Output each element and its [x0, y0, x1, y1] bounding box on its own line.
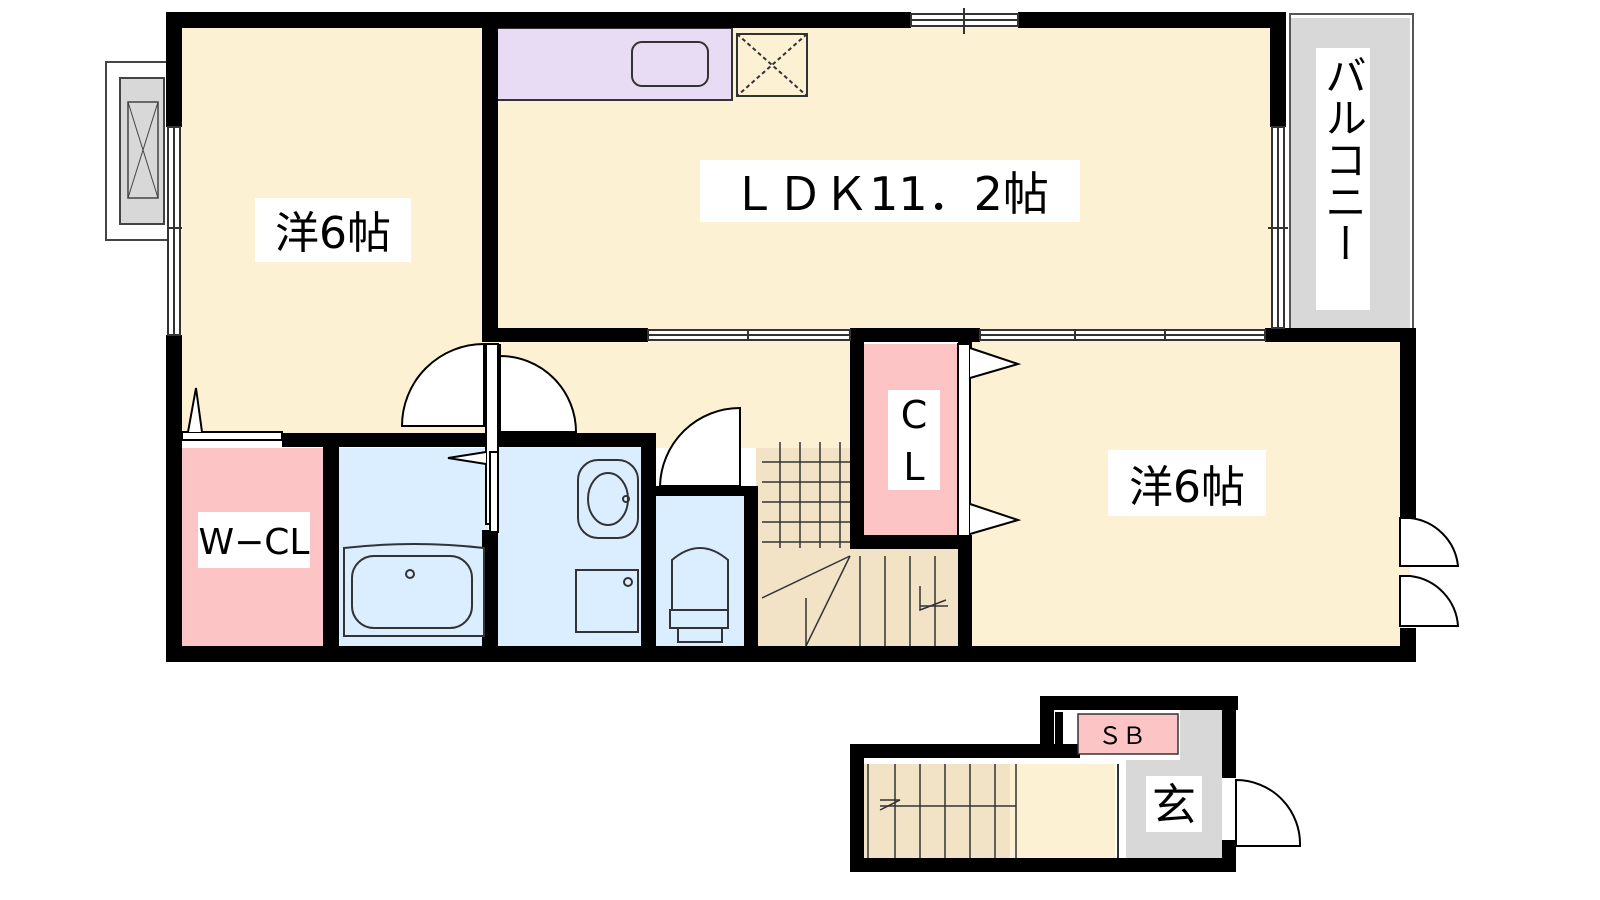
walls [166, 12, 1416, 872]
door-washroom [499, 344, 578, 433]
entrance-stairs [867, 764, 1017, 858]
label-closet-c: C [901, 393, 928, 437]
toilet-bowl [671, 547, 729, 611]
windows [167, 8, 1288, 341]
door-exterior-2 [1399, 575, 1460, 627]
label-ldk: ＬＤＫ11．2帖 [731, 167, 1049, 221]
doors [181, 342, 1460, 847]
door-toilet [658, 406, 741, 487]
toilet-tank [669, 609, 729, 629]
entrance-hall-fill [1010, 764, 1115, 858]
stairs [761, 442, 948, 647]
entrance-upper-fill [1180, 710, 1222, 762]
label-walk-in-closet: W−CL [199, 522, 310, 563]
washbasin [577, 459, 639, 539]
label-entrance: 玄 [1152, 780, 1196, 831]
shoe-box-fill [1077, 713, 1179, 755]
washing-machine-pan [575, 569, 639, 633]
label-balcony: バルコニー [1319, 54, 1368, 264]
fixtures [343, 33, 808, 643]
door-exterior-1 [1399, 517, 1460, 567]
label-western-room-2: 洋6帖 [1129, 462, 1245, 513]
label-western-room-1: 洋6帖 [275, 208, 391, 259]
door-entrance [1235, 778, 1302, 847]
entrance-stairs-fill [864, 764, 1010, 858]
label-closet-l: L [903, 445, 924, 489]
sink [631, 41, 709, 87]
door-western-1 [400, 342, 485, 427]
label-shoe-box: ＳＢ [1098, 722, 1146, 750]
